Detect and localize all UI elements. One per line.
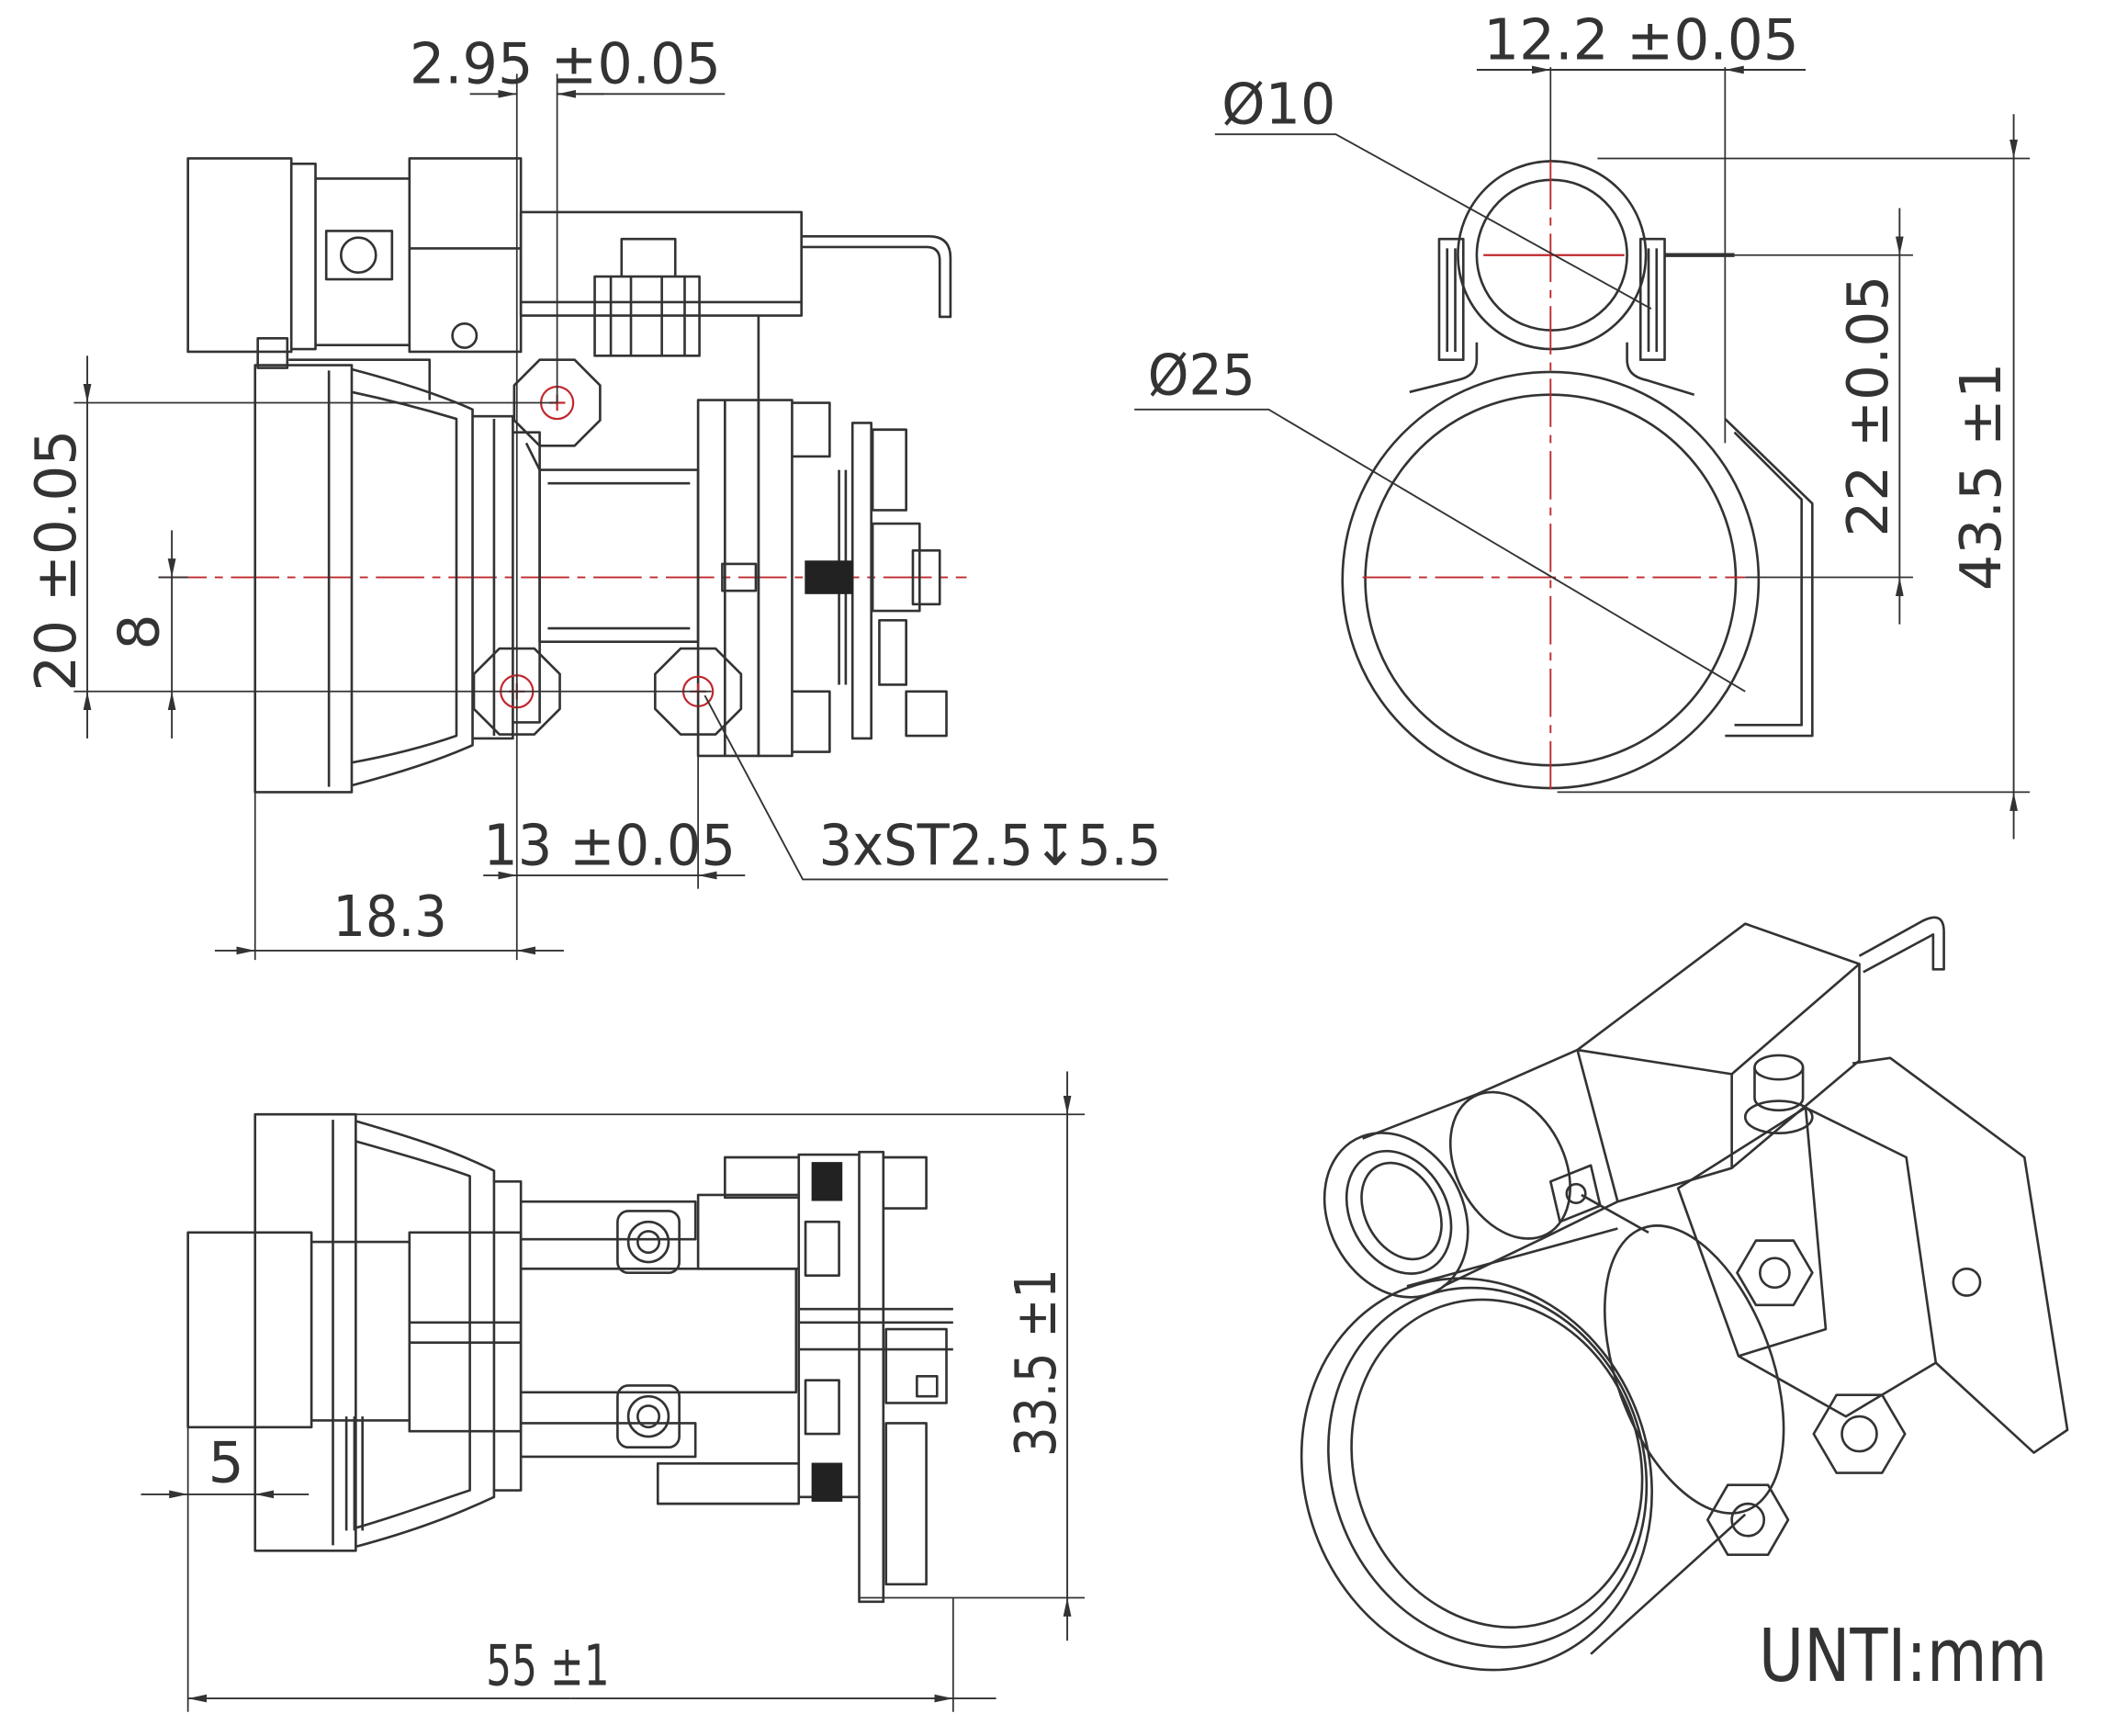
- dim-label-top-width: 33.5 ±1: [1004, 1268, 1069, 1457]
- dim-label-top-length: 55 ±1: [486, 1633, 609, 1698]
- mount-nut-top: [512, 358, 602, 447]
- dim-label-center: 8: [107, 614, 172, 649]
- small-boss-outer: [1457, 160, 1648, 351]
- front-extension-lines: [1549, 67, 2031, 794]
- front-view: 12.2 ±0.05 Ø10 Ø25 22 ±0.05 43.5 ±1: [1134, 7, 2031, 840]
- side-extension-lines: [73, 73, 712, 961]
- iso-top-screw-head: [1753, 1054, 1805, 1081]
- top-front-lens-barrel: [253, 1112, 496, 1552]
- indicator-icon: [339, 236, 377, 275]
- dia-small-leader: [1214, 133, 1652, 310]
- iso-front-ring-outer: [1300, 1277, 1653, 1672]
- top-nut-lower: [616, 1384, 681, 1449]
- iso-top-screw-washer: [1743, 1099, 1814, 1135]
- iso-nut-upper-hole: [1759, 1257, 1791, 1290]
- iso-tube-collar: [1448, 1090, 1571, 1240]
- unit-note: UNTI:mm: [1759, 1614, 2047, 1698]
- dim-label-height: 20 ±0.05: [24, 430, 89, 692]
- iso-nut-right-hole: [1840, 1415, 1878, 1453]
- screw-note: 3xST2.5↧5.5: [819, 813, 1162, 878]
- dim-label-hole-pitch: 13 ±0.05: [483, 813, 736, 878]
- dim-label-offset: 2.95 ±0.05: [410, 32, 721, 97]
- iso-nut-lower-hole: [1730, 1502, 1766, 1538]
- iso-nut-right: [1812, 1393, 1907, 1474]
- iso-nut-lower: [1706, 1483, 1790, 1556]
- focus-knob-assembly: [186, 157, 523, 369]
- lens-body: [524, 442, 700, 644]
- wire-lead: [801, 234, 952, 319]
- isometric-view: [1300, 916, 2069, 1672]
- iso-wire-lead: [1858, 916, 1945, 974]
- iso-front-ring-inner: [1350, 1298, 1644, 1629]
- top-bracket: [288, 210, 803, 400]
- top-nut-upper: [616, 1210, 681, 1275]
- top-board-connector-upper: [811, 1162, 843, 1201]
- mount-nut-bottom-left: [472, 647, 561, 736]
- screw-note-leader: [704, 694, 1168, 881]
- knob-screw: [451, 321, 478, 349]
- dia-large-leader: [1134, 408, 1746, 693]
- dia-label-large: Ø25: [1148, 344, 1255, 409]
- top-board-connector-lower: [811, 1462, 843, 1502]
- dia-label-small: Ø10: [1221, 72, 1335, 137]
- front-lens-barrel: [253, 364, 541, 794]
- mount-nut-bottom-right: [654, 647, 743, 736]
- side-bracket: [1724, 418, 1814, 738]
- top-nut-upper-hole: [626, 1220, 670, 1264]
- iso-indicator-icon: [1565, 1182, 1587, 1205]
- small-boss-inner: [1475, 178, 1628, 332]
- iso-sensor-board: [1852, 1056, 2069, 1454]
- dim-label-axis-offset: 22 ±0.05: [1836, 276, 1901, 537]
- iso-label-plate: [1548, 1164, 1649, 1234]
- iso-barrel-sides: [1406, 1227, 1747, 1655]
- dim-label-overall-height: 43.5 ±1: [1949, 363, 2014, 591]
- top-view: 5 33.5 ±1 55 ±1: [141, 1071, 1086, 1712]
- dim-line-center: [158, 576, 188, 692]
- dim-label-width: 12.2 ±0.05: [1483, 7, 1799, 73]
- iso-top-screw-body: [1753, 1067, 1805, 1112]
- iso-board-knob: [1952, 1268, 1982, 1297]
- top-lens-body: [493, 1179, 798, 1492]
- iso-small-tube-mid: [1345, 1149, 1453, 1275]
- dim-label-step: 5: [208, 1431, 244, 1496]
- iso-small-tube-outer: [1323, 1132, 1469, 1299]
- board-connector: [805, 560, 853, 594]
- top-nut-upper-screw: [636, 1230, 661, 1255]
- top-nut-lower-screw: [636, 1404, 661, 1429]
- side-view: 2.95 ±0.05 20 ±0.05 8 13 ±0.05 3xST2.5↧5…: [24, 32, 1168, 961]
- top-extension-lines: [186, 1113, 1086, 1712]
- iso-top-bracket: [1576, 922, 1861, 1203]
- iso-small-tube-sides: [1362, 1048, 1618, 1288]
- top-sensor-board: [656, 1150, 953, 1604]
- dim-label-length: 18.3: [333, 885, 447, 950]
- iso-small-tube-inner: [1360, 1161, 1443, 1261]
- top-nut-lower-hole: [626, 1394, 670, 1438]
- boss-clamp: [1409, 237, 1695, 397]
- iso-nut-upper: [1736, 1239, 1814, 1307]
